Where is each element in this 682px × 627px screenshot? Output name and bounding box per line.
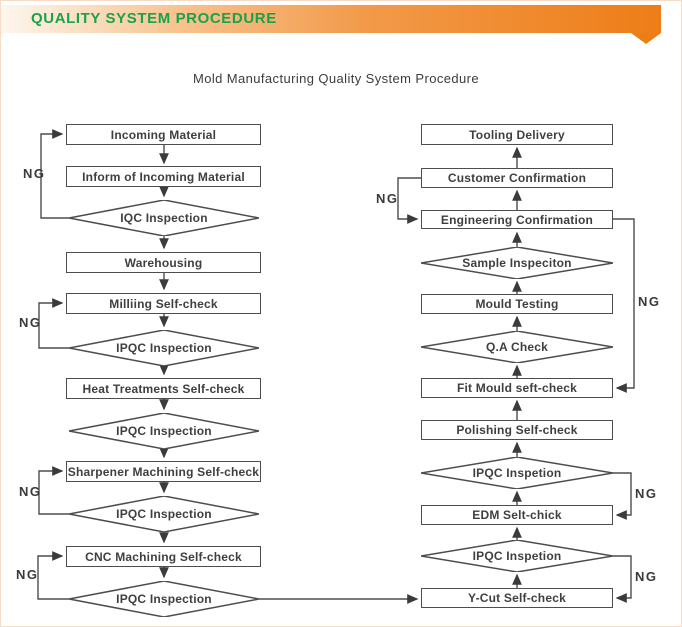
header-banner: QUALITY SYSTEM PROCEDURE: [1, 5, 661, 33]
node-fit-mould-self-check: Fit Mould seft-check: [421, 378, 613, 398]
ng-loop-right-3: [613, 472, 632, 520]
banner-ribbon-notch: [631, 33, 661, 44]
node-ipqc-inspection-1: IPQC Inspection: [69, 330, 259, 366]
node-label: IPQC Inspection: [116, 592, 212, 606]
diamond-shape: [69, 200, 259, 236]
node-milling-self-check: Milliing Self-check: [66, 293, 261, 314]
node-label: CNC Machining Self-check: [85, 549, 242, 564]
node-label: Inform of Incoming Material: [82, 169, 245, 184]
diamond-shape: [69, 413, 259, 449]
node-customer-confirmation: Customer Confirmation: [421, 168, 613, 188]
ng-label-milling: NG: [19, 315, 42, 330]
node-label: Mould Testing: [475, 297, 559, 311]
node-label: Customer Confirmation: [447, 171, 587, 185]
node-ipqc-inspection-5: IPQC Inspetion: [421, 457, 613, 489]
node-y-cut-self-check: Y-Cut Self-check: [421, 588, 613, 608]
node-label: Incoming Material: [110, 127, 217, 142]
node-label: Polishing Self-check: [456, 423, 578, 437]
node-ipqc-inspection-6: IPQC Inspetion: [421, 540, 613, 572]
node-label: EDM Selt-chick: [472, 508, 562, 522]
node-label: IPQC Inspection: [116, 507, 212, 521]
node-label: Sample Inspeciton: [462, 256, 572, 270]
ng-label-edm: NG: [635, 486, 658, 501]
ng-loop-lines: [37, 129, 635, 603]
ng-loop-right-1: [397, 177, 421, 224]
node-sample-inspection: Sample Inspeciton: [421, 247, 613, 279]
header-title: QUALITY SYSTEM PROCEDURE: [31, 10, 277, 27]
ng-loop-left-1: [40, 129, 69, 219]
node-label: Tooling Delivery: [469, 127, 565, 142]
node-edm-self-check: EDM Selt-chick: [421, 505, 613, 525]
node-label: Fit Mould seft-check: [456, 381, 577, 395]
node-label: Sharpener Machining Self-check: [67, 464, 260, 479]
diamond-shape: [421, 457, 613, 489]
node-sharpener-machining-self-check: Sharpener Machining Self-check: [66, 461, 261, 482]
ng-label-ycut: NG: [635, 569, 658, 584]
diamond-shape: [69, 581, 259, 617]
diamond-shape: [421, 247, 613, 279]
node-cnc-machining-self-check: CNC Machining Self-check: [66, 546, 261, 567]
page-title: Mold Manufacturing Quality System Proced…: [193, 71, 479, 86]
diamond-shape: [69, 330, 259, 366]
node-label: IPQC Inspetion: [472, 466, 562, 480]
node-warehousing: Warehousing: [66, 252, 261, 273]
ng-loop-right-4: [613, 555, 632, 603]
node-ipqc-inspection-4: IPQC Inspection: [69, 581, 259, 617]
node-label: IPQC Inspection: [116, 424, 212, 438]
ng-label-customer: NG: [376, 191, 399, 206]
node-inform-of-incoming-material: Inform of Incoming Material: [66, 166, 261, 187]
node-engineering-confirmation: Engineering Confirmation: [421, 210, 613, 229]
ng-loop-left-4: [37, 551, 69, 600]
ng-loop-left-2: [38, 298, 69, 349]
ng-label-engineering: NG: [638, 294, 661, 309]
node-qa-check: Q.A Check: [421, 331, 613, 363]
ng-loop-right-2: [613, 218, 635, 393]
node-label: Heat Treatments Self-check: [82, 381, 245, 396]
ng-label-sharpener: NG: [19, 484, 42, 499]
diamond-shape: [421, 540, 613, 572]
node-iqc-inspection: IQC Inspection: [69, 200, 259, 236]
node-label: IPQC Inspection: [116, 341, 212, 355]
node-ipqc-inspection-3: IPQC Inspection: [69, 496, 259, 532]
node-label: Milliing Self-check: [109, 296, 218, 311]
node-label: Q.A Check: [485, 340, 549, 354]
node-label: Y-Cut Self-check: [468, 591, 566, 605]
node-polishing-self-check: Polishing Self-check: [421, 420, 613, 440]
diamond-shape: [421, 331, 613, 363]
node-ipqc-inspection-2: IPQC Inspection: [69, 413, 259, 449]
ng-loop-left-3: [38, 466, 69, 515]
ng-label-iqc: NG: [23, 166, 46, 181]
node-label: IQC Inspection: [120, 211, 208, 225]
diamond-shape: [69, 496, 259, 532]
node-tooling-delivery: Tooling Delivery: [421, 124, 613, 145]
node-label: IPQC Inspetion: [472, 549, 562, 563]
node-incoming-material: Incoming Material: [66, 124, 261, 145]
node-heat-treatments-self-check: Heat Treatments Self-check: [66, 378, 261, 399]
node-label: Warehousing: [124, 255, 203, 270]
node-mould-testing: Mould Testing: [421, 294, 613, 314]
ng-label-cnc: NG: [16, 567, 39, 582]
node-label: Engineering Confirmation: [440, 212, 594, 227]
